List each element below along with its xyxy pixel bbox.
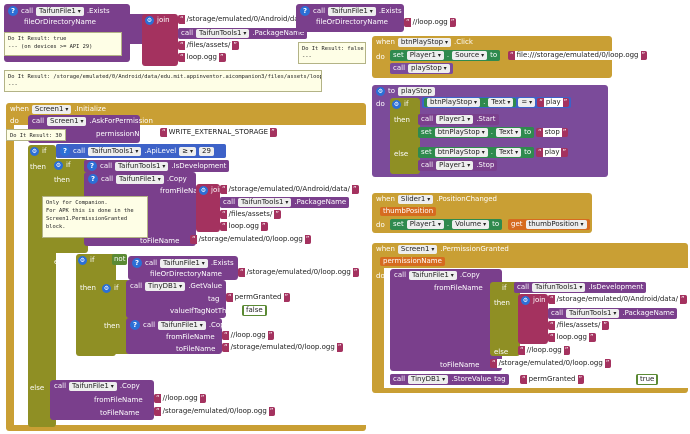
text-string[interactable]: //loop.ogg (160, 394, 200, 403)
comment-note[interactable]: Do It Result: true --- (on devices >= AP… (4, 32, 122, 56)
component-dropdown[interactable]: TaifunFile1 (116, 174, 164, 184)
if-block[interactable] (490, 282, 520, 356)
property-dropdown[interactable]: Source (452, 51, 488, 60)
component-dropdown[interactable]: Player1 (406, 51, 444, 60)
component-dropdown[interactable]: TaifunTools1 (115, 161, 169, 171)
text-string[interactable]: /storage/emulated/0/loop.ogg (496, 359, 605, 368)
text-string[interactable]: stop (542, 128, 562, 137)
component-dropdown[interactable]: Slider1 (397, 195, 434, 204)
text-string[interactable]: play (542, 148, 562, 157)
component-dropdown[interactable]: Player1 (406, 220, 444, 229)
comment-note[interactable]: Do It Result: false --- (298, 42, 366, 64)
text-string[interactable]: //loop.ogg (524, 346, 564, 355)
gear-icon[interactable]: ⚙ (30, 147, 39, 156)
gear-icon[interactable]: ⚙ (392, 100, 401, 109)
component-dropdown[interactable]: btnPlayStop (397, 38, 451, 47)
text-string[interactable]: /storage/emulated/0/Android/data/ (184, 15, 310, 24)
help-icon[interactable]: ? (60, 146, 70, 156)
text-string[interactable]: //loop.ogg (410, 18, 450, 27)
number-value[interactable]: 29 (199, 146, 214, 156)
component-dropdown[interactable]: TaifunTools1 (238, 198, 292, 207)
text-string[interactable]: //loop.ogg (228, 331, 268, 340)
operator-dropdown[interactable]: = (518, 98, 536, 107)
comment-note[interactable]: Do It Result: 30 (6, 129, 66, 141)
gear-icon[interactable]: ⚙ (78, 256, 87, 265)
component-dropdown[interactable]: Player1 (436, 161, 474, 170)
text-string[interactable]: loop.ogg (554, 333, 589, 342)
text-string[interactable]: /storage/emulated/0/loop.ogg (196, 235, 305, 244)
event-param[interactable]: permissionName (383, 257, 442, 265)
property-dropdown[interactable]: Text (488, 98, 514, 107)
help-icon[interactable]: ? (130, 320, 140, 330)
text-string[interactable]: WRITE_EXTERNAL_STORAGE (166, 128, 271, 137)
gear-icon[interactable]: ⚙ (376, 87, 385, 96)
text-string[interactable]: /storage/emulated/0/loop.ogg (228, 343, 337, 352)
component-dropdown[interactable]: Screen1 (397, 245, 438, 254)
property-dropdown[interactable]: Text (496, 148, 522, 157)
procedure-name[interactable]: playStop (398, 87, 435, 96)
gear-icon[interactable]: ⚙ (102, 284, 111, 293)
gear-icon[interactable]: ⚙ (145, 16, 154, 25)
component-dropdown[interactable]: btnPlayStop (434, 148, 488, 157)
text-string[interactable]: file:///storage/emulated/0/loop.ogg (514, 51, 641, 60)
help-icon[interactable]: ? (88, 174, 98, 184)
event-param[interactable]: thumbPosition (383, 207, 434, 215)
help-icon[interactable]: ? (132, 258, 142, 268)
param-label: fileOrDirectoryName (24, 18, 96, 26)
result-note[interactable]: Do It Result: /storage/emulated/0/Androi… (4, 70, 322, 92)
component-dropdown[interactable]: TinyDB1 (408, 375, 449, 384)
property-dropdown[interactable]: Text (496, 128, 522, 137)
gear-icon[interactable]: ⚙ (199, 186, 208, 195)
component-dropdown[interactable]: TaifunTools1 (196, 29, 250, 38)
component-dropdown[interactable]: TaifunFile1 (160, 258, 208, 268)
component-dropdown[interactable]: TaifunTools1 (88, 146, 142, 156)
text-string[interactable]: play (543, 98, 563, 107)
component-dropdown[interactable]: TaifunFile1 (36, 6, 84, 16)
text-string[interactable]: /storage/emulated/0/Android/data/ (226, 185, 352, 194)
component-dropdown[interactable]: Screen1 (31, 105, 72, 114)
component-dropdown[interactable]: btnPlayStop (434, 128, 488, 137)
gear-icon[interactable]: ⚙ (54, 161, 63, 170)
component-dropdown[interactable]: TinyDB1 (145, 282, 186, 291)
if-block[interactable] (390, 98, 420, 174)
component-dropdown[interactable]: TaifunFile1 (158, 320, 206, 330)
component-dropdown[interactable]: btnPlayStop (427, 98, 481, 107)
component-dropdown[interactable]: TaifunFile1 (69, 382, 117, 391)
text-string[interactable]: /storage/emulated/0/loop.ogg (244, 268, 353, 277)
component-dropdown[interactable]: Player1 (436, 115, 474, 124)
component-dropdown[interactable]: TaifunTools1 (532, 283, 586, 292)
help-icon[interactable]: ? (8, 6, 18, 16)
gear-icon[interactable]: ⚙ (521, 296, 530, 305)
text-string[interactable]: permGranted (232, 293, 284, 302)
text-string[interactable]: loop.ogg (184, 53, 219, 62)
procedure-dropdown[interactable]: playStop (408, 64, 450, 73)
help-icon[interactable]: ? (300, 6, 310, 16)
text-string[interactable]: /files/assets/ (226, 210, 275, 219)
operator-dropdown[interactable]: ≥ (179, 146, 197, 156)
text-string[interactable]: /storage/emulated/0/loop.ogg (160, 407, 269, 416)
text-string[interactable]: /storage/emulated/0/Android/data/ (554, 295, 680, 304)
boolean-value[interactable]: false (244, 306, 265, 315)
component-dropdown[interactable]: TaifunTools1 (566, 309, 620, 318)
help-icon[interactable]: ? (87, 161, 97, 171)
component-dropdown[interactable]: TaifunFile1 (409, 271, 457, 280)
property-dropdown[interactable]: Volume (452, 220, 490, 229)
text-string[interactable]: /files/assets/ (554, 321, 603, 330)
text-string[interactable]: /files/assets/ (184, 41, 233, 50)
copy-block[interactable] (390, 269, 502, 371)
component-dropdown[interactable]: TaifunFile1 (328, 6, 376, 16)
text-string[interactable]: permGranted (526, 375, 578, 384)
variable-dropdown[interactable]: thumbPosition (525, 220, 587, 229)
comment-note[interactable]: Only for Companion. For APK this is done… (42, 196, 148, 238)
component-dropdown[interactable]: Screen1 (47, 117, 87, 126)
boolean-value[interactable]: true (638, 375, 657, 384)
text-string[interactable]: loop.ogg (226, 222, 261, 231)
